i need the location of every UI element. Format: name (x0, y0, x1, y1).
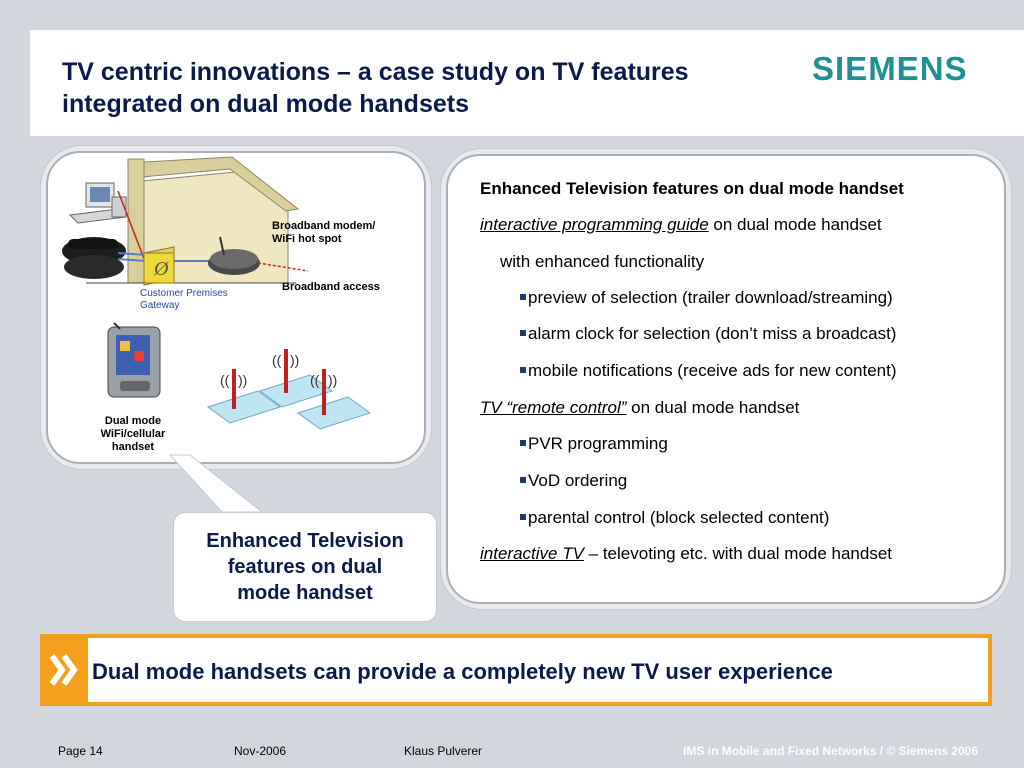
callout-line-1: Enhanced Television (206, 530, 404, 552)
svg-text:)): )) (328, 372, 337, 388)
features-heading: Enhanced Television features on dual mod… (480, 179, 904, 198)
phone-icon (62, 237, 126, 279)
cell-tower-icon: (( )) (( )) (( )) (206, 349, 372, 430)
modem-label-line-1: Broadband modem/ (272, 220, 376, 232)
banner-text: Dual mode handsets can provide a complet… (92, 659, 833, 684)
dual-mode-handset-icon (107, 322, 161, 398)
footer-page: Page 14 (58, 744, 103, 758)
epg-bullet-3: mobile notifications (receive ads for ne… (520, 361, 897, 381)
gateway-label-line-1: Customer Premises (140, 288, 228, 299)
conclusion-banner: Dual mode handsets can provide a complet… (40, 634, 992, 706)
remote-line: TV “remote control” on dual mode handset (480, 398, 799, 418)
itv-rest: – televoting etc. with dual mode handset (583, 544, 893, 563)
double-chevron-icon (44, 638, 88, 702)
modem-icon (208, 236, 260, 275)
broadband-access-label: Broadband access (282, 281, 380, 293)
home-network-diagram: Ø (( )) (( )) (( )) (62, 156, 372, 430)
callout-line-2: features on dual (227, 556, 383, 578)
gateway-icon: Ø (143, 246, 175, 286)
remote-link[interactable]: TV “remote control” (480, 398, 627, 417)
modem-label-line-2: WiFi hot spot (272, 233, 342, 245)
handset-label-line-3: handset (111, 441, 155, 453)
epg-link[interactable]: interactive programming guide (480, 215, 709, 234)
svg-text:)): )) (238, 372, 247, 388)
epg-line: interactive programming guide on dual mo… (480, 215, 882, 235)
computer-icon (68, 182, 128, 224)
footer-date: Nov-2006 (234, 744, 287, 758)
epg-sub: with enhanced functionality (500, 252, 705, 271)
siemens-logo: SIEMENS (812, 50, 968, 87)
footer-copyright: IMS in Mobile and Fixed Networks / © Sie… (683, 744, 978, 758)
svg-text:Ø: Ø (153, 258, 170, 280)
remote-bullet-3: parental control (block selected content… (520, 508, 829, 528)
svg-text:((: (( (310, 372, 320, 388)
footer-author: Klaus Pulverer (404, 744, 483, 758)
epg-bullet-1: preview of selection (trailer download/s… (520, 288, 893, 308)
title-line-1: TV centric innovations – a case study on… (62, 58, 689, 86)
epg-rest: on dual mode handset (708, 215, 882, 234)
itv-link[interactable]: interactive TV (480, 544, 584, 563)
callout-line-3: mode handset (237, 582, 373, 604)
svg-text:((: (( (220, 372, 230, 388)
svg-text:((: (( (272, 352, 282, 368)
slide-header: TV centric innovations – a case study on… (30, 30, 1024, 136)
remote-bullet-1: PVR programming (520, 434, 668, 454)
remote-rest: on dual mode handset (626, 398, 800, 417)
gateway-label-line-2: Gateway (140, 300, 180, 311)
handset-label-line-1: Dual mode (104, 415, 162, 427)
epg-bullet-2: alarm clock for selection (don’t miss a … (520, 324, 896, 344)
handset-label-line-2: WiFi/cellular (100, 428, 166, 440)
gateway-label: Customer Premises Gateway (140, 288, 228, 312)
title-line-2: integrated on dual mode handsets (62, 90, 469, 118)
svg-text:)): )) (290, 352, 299, 368)
remote-bullet-2: VoD ordering (520, 471, 627, 491)
itv-line: interactive TV – televoting etc. with du… (480, 544, 892, 564)
callout-box: Enhanced Television features on dual mod… (173, 512, 437, 622)
modem-label: Broadband modem/ WiFi hot spot (272, 220, 375, 246)
handset-label: Dual mode WiFi/cellular handset (88, 415, 178, 454)
slide-title: TV centric innovations – a case study on… (62, 56, 782, 120)
